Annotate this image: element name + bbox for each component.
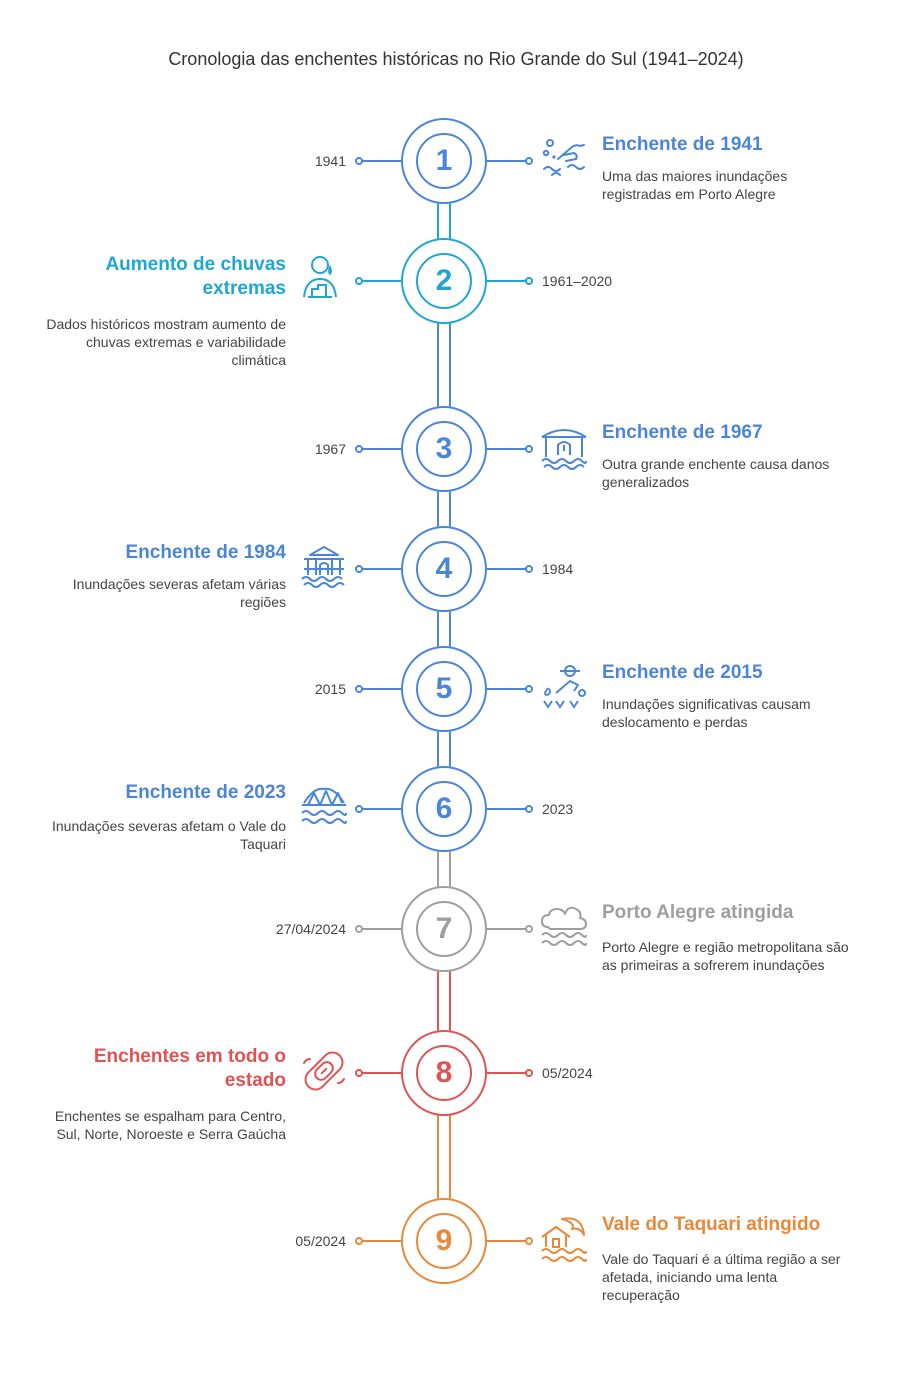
milestone-stub-dot [525, 445, 533, 453]
event-description: Inundações severas afetam várias regiões [72, 576, 286, 610]
milestone-stub-dot [525, 805, 533, 813]
milestone-number: 7 [435, 912, 453, 945]
milestone-stub-dot [355, 445, 363, 453]
event-title: Porto Alegre atingida [602, 902, 794, 923]
milestone-stub-dot [355, 685, 363, 693]
event-title: Enchente de 1984 [125, 542, 286, 563]
event-date: 2023 [542, 801, 574, 817]
milestone-stub-dot [525, 1069, 533, 1077]
bridge-water-icon [298, 781, 350, 833]
milestone-number: 6 [435, 792, 453, 825]
milestone-stub-dot [355, 1237, 363, 1245]
milestone-inner-ring [416, 1213, 472, 1269]
event-date: 27/04/2024 [275, 921, 346, 937]
milestone-inner-ring [416, 1045, 472, 1101]
milestone-stub-dot [355, 805, 363, 813]
milestone-stub-dot [525, 157, 533, 165]
event-description: Inundações significativas causam desloca… [602, 696, 811, 730]
milestone-stub-dot [525, 925, 533, 933]
milestone-number: 2 [435, 264, 453, 297]
milestone-inner-ring [416, 901, 472, 957]
milestone-stub-dot [525, 565, 533, 573]
event-description: Porto Alegre e região metropolitana são … [602, 939, 849, 973]
event-date: 1961–2020 [542, 273, 613, 289]
event-date: 1967 [314, 441, 346, 457]
event-date: 1984 [542, 561, 574, 577]
event-date: 1941 [314, 153, 346, 169]
milestone-stub-dot [355, 565, 363, 573]
milestone-inner-ring [416, 661, 472, 717]
page-title: Cronologia das enchentes históricas no R… [168, 49, 744, 69]
event-title: Aumento de chuvas extremas [105, 254, 286, 299]
flooded-building-icon [298, 541, 350, 593]
event-description: Inundações severas afetam o Vale do Taqu… [51, 818, 286, 852]
milestone-inner-ring [416, 253, 472, 309]
event-title: Enchente de 1941 [602, 134, 763, 155]
event-description: Enchentes se espalham para Centro, Sul, … [54, 1108, 286, 1142]
person-drops-icon [538, 661, 590, 713]
event-description: Dados históricos mostram aumento de chuv… [46, 316, 286, 368]
bandage-icon [298, 1045, 350, 1097]
event-date: 05/2024 [295, 1233, 346, 1249]
milestone-stub-dot [525, 685, 533, 693]
milestone-inner-ring [416, 781, 472, 837]
event-date: 05/2024 [542, 1065, 593, 1081]
milestone-number: 5 [435, 672, 453, 705]
milestone-inner-ring [416, 541, 472, 597]
milestone-inner-ring [416, 133, 472, 189]
house-wave-icon [538, 1213, 590, 1265]
cloud-waves-icon [538, 901, 590, 953]
event-title: Enchente de 2023 [125, 782, 286, 803]
milestone-number: 3 [435, 432, 453, 465]
event-title: Vale do Taquari atingido [602, 1214, 821, 1235]
milestone-stub-dot [355, 1069, 363, 1077]
event-description: Uma das maiores inundações registradas e… [602, 168, 788, 202]
event-date: 2015 [314, 681, 346, 697]
milestone-stub-dot [355, 277, 363, 285]
milestone-number: 8 [435, 1056, 453, 1089]
event-title: Enchente de 2015 [602, 662, 763, 683]
milestone-number: 1 [435, 144, 453, 177]
event-title: Enchentes em todo o estado [93, 1046, 286, 1091]
milestone-stub-dot [525, 1237, 533, 1245]
milestone-stub-dot [525, 277, 533, 285]
event-description: Vale do Taquari é a última região a ser … [602, 1251, 841, 1303]
event-title: Enchente de 1967 [602, 422, 763, 443]
milestone-inner-ring [416, 421, 472, 477]
milestone-number: 9 [435, 1224, 453, 1257]
person-rain-chart-icon [298, 253, 350, 305]
milestone-number: 4 [435, 552, 453, 585]
flooded-house-icon [538, 421, 590, 473]
milestone-stub-dot [355, 925, 363, 933]
event-description: Outra grande enchente causa danos genera… [602, 456, 830, 490]
milestone-stub-dot [355, 157, 363, 165]
hand-waves-icon [538, 133, 590, 185]
